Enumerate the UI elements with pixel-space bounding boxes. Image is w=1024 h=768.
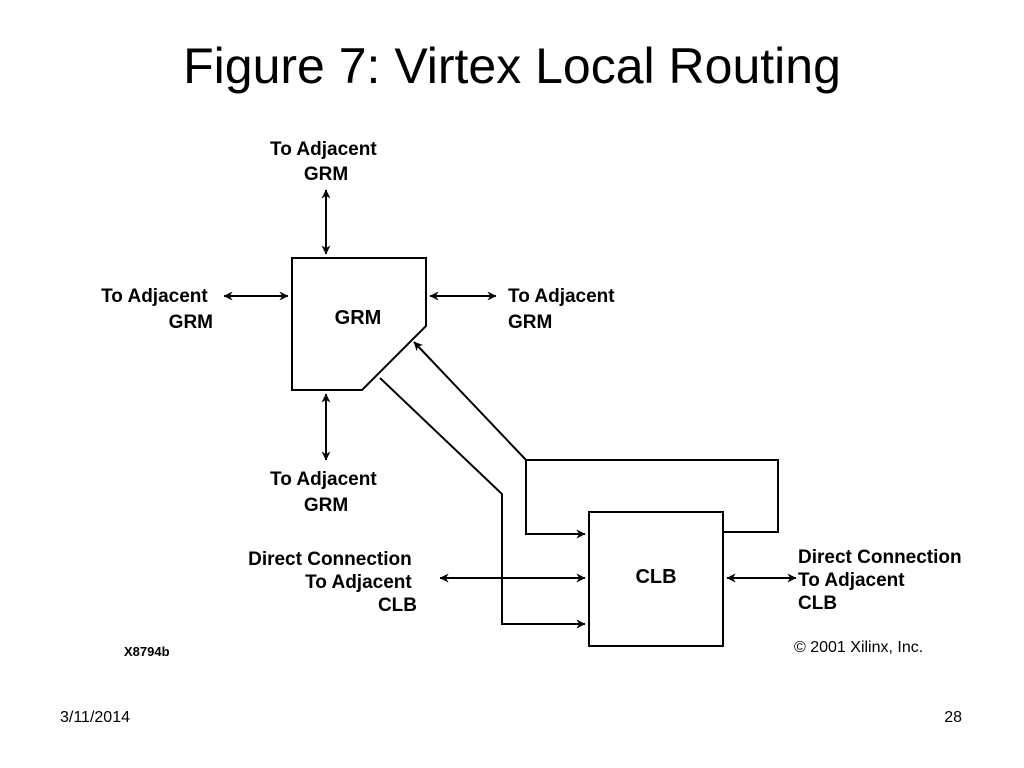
grm-block-label: GRM xyxy=(335,307,382,329)
copyright-notice: © 2001 Xilinx, Inc. xyxy=(794,639,923,656)
clb-input-path xyxy=(525,460,586,539)
page-number: 28 xyxy=(944,709,962,726)
grm-left-label: To Adjacent GRM xyxy=(101,286,213,333)
grm-to-clb-path xyxy=(379,377,586,629)
clb-block xyxy=(588,511,724,647)
footer-date: 3/11/2014 xyxy=(60,709,130,726)
grm-top-label: To Adjacent GRM xyxy=(270,139,382,185)
grm-right-label: To Adjacent GRM xyxy=(508,286,620,333)
clb-block-label: CLB xyxy=(635,566,676,588)
clb-to-grm-path xyxy=(413,341,779,533)
grm-block xyxy=(291,257,427,391)
clb-left-label: Direct Connection To Adjacent CLB xyxy=(248,549,417,616)
grm-bottom-label: To Adjacent GRM xyxy=(270,469,382,516)
clb-right-label: Direct Connection To Adjacent CLB xyxy=(798,547,967,614)
figure-code: X8794b xyxy=(124,644,170,659)
slide-title: Figure 7: Virtex Local Routing xyxy=(183,38,841,94)
